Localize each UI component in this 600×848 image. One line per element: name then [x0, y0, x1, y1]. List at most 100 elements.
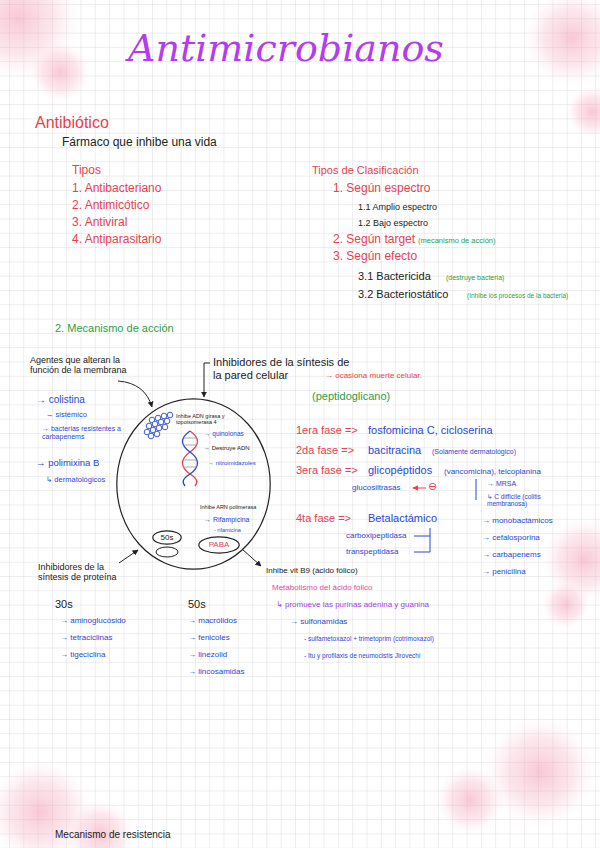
membrane-bead	[148, 433, 154, 439]
leader-arrow	[413, 488, 426, 489]
dna-helix	[183, 431, 198, 486]
membrane-bead	[167, 412, 173, 418]
node-text: → nitroimidazoles	[208, 460, 256, 467]
note-text: 1.1 Amplio espectro	[358, 202, 437, 212]
note-text: Tipos de Clasificación	[312, 164, 419, 177]
note-text: Metabolismo del ácido fólico	[272, 583, 373, 592]
note-text: → cefalosporina	[482, 533, 540, 542]
note-text: → sulfonamidas	[290, 617, 347, 626]
note-text: 2. Antimicótico	[72, 199, 149, 213]
note-text: bacitracina	[368, 444, 421, 457]
leader-arrow	[204, 363, 210, 397]
note-text: carboxipeptidasa	[346, 531, 406, 540]
note-text: Mecanismo de resistencia	[55, 829, 171, 841]
leader-arrow	[242, 549, 261, 566]
note-text: 3era fase =>	[296, 464, 358, 477]
node-ellipse	[199, 537, 239, 553]
note-text: 3.2 Bacteriostático	[358, 288, 449, 301]
dna-rungs	[183, 438, 197, 467]
leader-arrow	[118, 381, 152, 407]
ribosome-subunit	[156, 547, 178, 557]
dna-strand	[183, 431, 198, 486]
note-text: - Itu y profilaxis de neumocistis Jirove…	[304, 652, 420, 659]
dna-strand	[183, 431, 198, 486]
note-text: 30s	[55, 598, 73, 611]
node-text: Inhibe ARN polimerasa	[200, 504, 256, 510]
note-text: → penicilina	[482, 567, 526, 576]
note-text: 1era fase =>	[296, 424, 358, 437]
membrane-bead	[164, 418, 170, 424]
note-text: ↳ C difficile (colitis membranosa)	[487, 493, 555, 508]
flower-blot	[30, 42, 90, 102]
note-text: 3. Antiviral	[72, 216, 127, 230]
note-text: → polimixina B	[36, 458, 99, 469]
flower-blot	[566, 86, 600, 138]
flower-blot	[542, 581, 590, 629]
note-text: 4. Antiparasitario	[72, 233, 161, 247]
page-title: Antimicrobianos	[128, 28, 444, 70]
note-text: ⊖	[428, 480, 437, 493]
cell-membrane	[144, 412, 173, 439]
flower-blot	[524, 0, 600, 86]
note-text: Tipos	[72, 164, 101, 178]
node-text: → Destruye ADN	[204, 445, 250, 452]
note-text: (vancomicina), teicoplanina	[444, 467, 541, 476]
note-text: Betalactámico	[368, 512, 437, 525]
note-text: → carbapenems	[482, 550, 541, 559]
node-text: → quinolonas	[204, 430, 244, 437]
note-text: (mecanismo de acción)	[418, 237, 496, 246]
leader-arrow	[119, 550, 138, 563]
note-text: glicopéptidos	[368, 464, 432, 477]
note-text: 2. Mecanismo de acción	[55, 322, 174, 335]
note-text: 3.1 Bactericida	[358, 270, 431, 283]
node-text: PABA	[209, 540, 230, 549]
note-text: → tigeciclina	[60, 650, 105, 659]
note-text: → colistina	[36, 394, 85, 406]
note-text: 1. Antibacteriano	[72, 182, 161, 196]
note-text: → MRSA	[487, 480, 516, 488]
note-text: ↳ dermatológicos	[46, 476, 105, 485]
note-text: Fármaco que inhibe una vida	[62, 136, 217, 150]
note-text: glucosiltrasas	[352, 483, 400, 492]
bracket	[476, 479, 477, 500]
note-text: Inhibe vit B9 (ácido fólico)	[266, 566, 358, 575]
note-text: → tetraciclinas	[60, 633, 112, 642]
leader-lines	[118, 363, 476, 566]
note-text: (Solamente dermatológico)	[432, 448, 516, 456]
paba-oval: PABA	[198, 536, 240, 554]
membrane-bead	[156, 425, 162, 431]
flower-blot	[66, 800, 134, 848]
note-text: (peptidoglicano)	[312, 390, 390, 403]
note-text: 1. Según espectro	[333, 182, 430, 196]
note-text: → aminoglucósido	[60, 616, 126, 625]
membrane-bead	[162, 424, 168, 430]
bacterial-cell: Inhibe ADN girasa y topoisomerasa 4→ qui…	[116, 398, 271, 570]
node-ellipse	[117, 399, 270, 569]
note-text: → bacterias resistentes a carbapenems	[42, 425, 128, 441]
note-text: → macrólidos	[188, 616, 237, 625]
bracket	[414, 528, 430, 552]
note-text: → ocasiona muerte celular.	[325, 371, 422, 380]
note-text: 50s	[188, 598, 206, 611]
note-text: - sulfametoxazol + trimetoprim (cotrimox…	[304, 635, 434, 642]
note-text: → fenicoles	[188, 633, 230, 642]
note-text: → sistémico	[46, 411, 87, 420]
note-text: Agentes que alteran la función de la mem…	[30, 355, 135, 376]
note-text: ↳ promueve las purinas adenina y guanina	[276, 600, 429, 609]
note-text: → monobactámicos	[482, 516, 553, 525]
note-text: → linezolid	[188, 650, 227, 659]
node-text: → Rifampicina	[204, 516, 250, 524]
membrane-bead	[158, 419, 164, 425]
note-text: 3. Según efecto	[333, 250, 417, 264]
note-text: fosfomicina C, cicloserina	[368, 424, 493, 437]
note-text: Inhibidores de la síntesis de proteína	[38, 562, 134, 583]
note-text: Antibiótico	[35, 114, 109, 132]
node-text: 50s	[161, 533, 174, 542]
ribosome-oval: 50s	[152, 530, 182, 545]
note-text: → lincosamidas	[188, 667, 244, 676]
membrane-bead	[154, 431, 160, 437]
note-text: (Inhibe los procesos de la bacteria)	[467, 292, 568, 299]
